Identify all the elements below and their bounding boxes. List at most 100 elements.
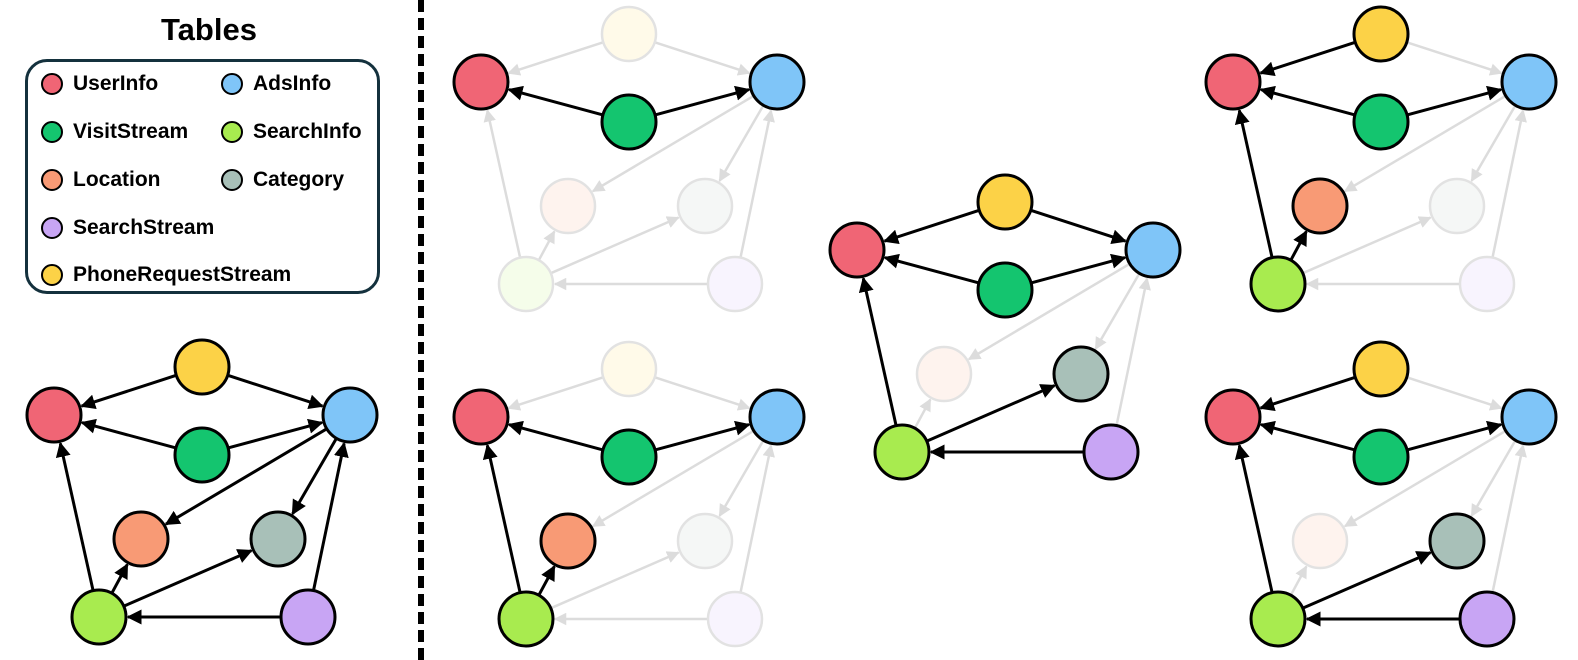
node-user-info	[1204, 53, 1262, 111]
node-location	[112, 510, 170, 568]
edge-phone-request-stream-to-ads-info	[1407, 376, 1503, 411]
edge-search-info-to-location	[538, 230, 556, 260]
edge-phone-request-stream-to-user-info	[80, 374, 176, 410]
edge-visit-stream-to-user-info	[507, 420, 603, 452]
edge-search-info-to-category	[551, 551, 680, 609]
node-category	[676, 177, 734, 235]
node-user-info	[25, 386, 83, 444]
edge-search-info-to-category	[551, 216, 680, 274]
node-user-info	[828, 221, 886, 279]
graph-subgraph-top-left	[452, 5, 806, 313]
edge-ads-info-to-category	[718, 440, 764, 517]
legend-swatch	[221, 169, 243, 191]
edge-ads-info-to-category	[718, 105, 764, 182]
edge-phone-request-stream-to-user-info	[507, 376, 603, 411]
edge-phone-request-stream-to-ads-info	[655, 376, 751, 411]
node-user-info	[1204, 388, 1262, 446]
node-location	[1291, 512, 1349, 570]
edge-search-stream-to-ads-info	[739, 444, 775, 592]
graph-subgraph-bottom-right	[1204, 340, 1558, 648]
node-ads-info	[748, 388, 806, 446]
legend-swatch	[41, 169, 63, 191]
edge-visit-stream-to-ads-info	[655, 85, 751, 117]
node-search-stream	[1082, 423, 1140, 481]
edge-search-info-to-category	[1303, 216, 1432, 274]
edge-search-info-to-user-info	[55, 441, 95, 591]
node-visit-stream	[1352, 93, 1410, 151]
edge-ads-info-to-location	[1343, 95, 1506, 193]
edge-ads-info-to-location	[591, 95, 754, 193]
legend-swatch	[41, 73, 63, 95]
edge-phone-request-stream-to-ads-info	[1031, 209, 1127, 245]
edge-visit-stream-to-user-info	[507, 85, 603, 117]
legend-label: SearchInfo	[253, 120, 362, 143]
legend-item-category: Category	[221, 166, 344, 194]
node-visit-stream	[173, 426, 231, 484]
node-phone-request-stream	[600, 340, 658, 398]
node-category	[249, 510, 307, 568]
graph-subgraph-top-right	[1204, 5, 1558, 313]
edge-search-info-to-location	[537, 565, 556, 596]
edge-search-info-to-location	[1290, 565, 1308, 595]
edge-phone-request-stream-to-user-info	[1259, 376, 1355, 412]
legend-title: Tables	[161, 12, 257, 47]
legend-label: VisitStream	[73, 120, 189, 143]
node-ads-info	[1500, 388, 1558, 446]
node-ads-info	[321, 386, 379, 444]
node-location	[539, 177, 597, 235]
node-user-info	[452, 388, 510, 446]
legend-item-visitstream: VisitStream	[41, 118, 188, 146]
edge-search-info-to-user-info	[483, 109, 522, 257]
edge-search-stream-to-ads-info	[1115, 277, 1151, 425]
edge-phone-request-stream-to-ads-info	[655, 41, 751, 76]
edge-visit-stream-to-ads-info	[1407, 85, 1503, 117]
edge-phone-request-stream-to-user-info	[507, 41, 603, 76]
edge-ads-info-to-location	[1343, 430, 1506, 528]
node-phone-request-stream	[600, 5, 658, 63]
node-search-stream	[1458, 590, 1516, 648]
node-phone-request-stream	[1352, 340, 1410, 398]
node-location	[915, 345, 973, 403]
node-category	[1428, 177, 1486, 235]
node-location	[539, 512, 597, 570]
legend-item-userinfo: UserInfo	[41, 70, 158, 98]
node-search-info	[1249, 590, 1307, 648]
edge-ads-info-to-location	[591, 430, 754, 528]
node-visit-stream	[600, 93, 658, 151]
edge-search-stream-to-ads-info	[1491, 109, 1527, 257]
edge-search-stream-to-ads-info	[312, 441, 349, 590]
legend-swatch	[41, 264, 63, 286]
edge-visit-stream-to-user-info	[883, 253, 979, 285]
edge-visit-stream-to-user-info	[80, 418, 176, 450]
edge-ads-info-to-category	[291, 438, 338, 516]
edge-phone-request-stream-to-user-info	[883, 209, 979, 245]
node-category	[676, 512, 734, 570]
node-visit-stream	[600, 428, 658, 486]
node-search-info	[70, 588, 128, 646]
node-ads-info	[748, 53, 806, 111]
graph-subgraph-center	[828, 173, 1182, 481]
legend-swatch	[41, 217, 63, 239]
edge-search-info-to-user-info	[1234, 108, 1274, 258]
edge-search-info-to-user-info	[482, 443, 522, 593]
edge-ads-info-to-location	[164, 428, 327, 526]
legend-item-phonerequeststream: PhoneRequestStream	[41, 261, 291, 289]
legend-item-location: Location	[41, 166, 161, 194]
node-phone-request-stream	[173, 338, 231, 396]
legend-label: UserInfo	[73, 72, 159, 95]
node-search-stream	[279, 588, 337, 646]
node-search-info	[1249, 255, 1307, 313]
edge-visit-stream-to-user-info	[1259, 85, 1355, 117]
edge-search-stream-to-ads-info	[739, 109, 775, 257]
node-visit-stream	[976, 261, 1034, 319]
edge-search-info-to-location	[914, 398, 932, 428]
legend-item-adsinfo: AdsInfo	[221, 70, 331, 98]
node-ads-info	[1124, 221, 1182, 279]
edge-visit-stream-to-ads-info	[655, 420, 751, 452]
legend-swatch	[221, 121, 243, 143]
node-category	[1052, 345, 1110, 403]
edge-ads-info-to-category	[1470, 440, 1516, 517]
node-phone-request-stream	[1352, 5, 1410, 63]
node-search-info	[497, 255, 555, 313]
legend-item-searchinfo: SearchInfo	[221, 118, 362, 146]
